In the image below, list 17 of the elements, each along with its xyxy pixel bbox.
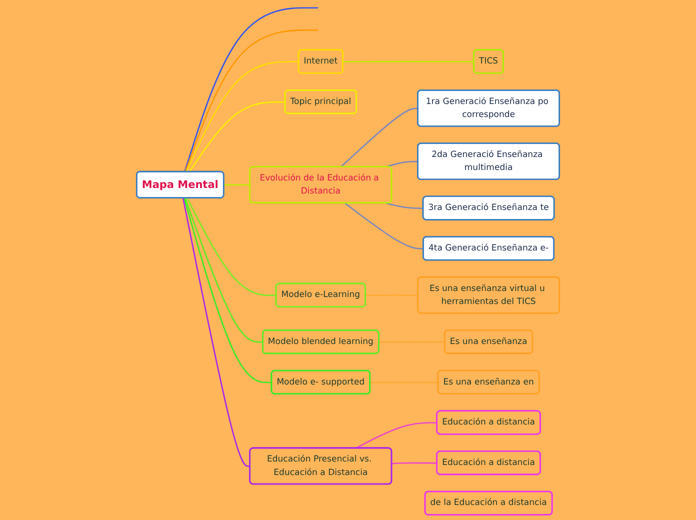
connector bbox=[343, 60, 474, 62]
connector bbox=[366, 294, 418, 296]
connector bbox=[182, 198, 250, 467]
connector bbox=[370, 382, 438, 384]
connector bbox=[184, 198, 272, 384]
connector bbox=[340, 108, 418, 168]
connector bbox=[186, 198, 276, 296]
connector bbox=[188, 101, 286, 172]
connector bbox=[392, 462, 438, 464]
connector bbox=[224, 184, 250, 186]
connector bbox=[386, 202, 424, 210]
connector bbox=[186, 61, 299, 172]
connector bbox=[386, 160, 418, 168]
connector bbox=[344, 202, 424, 250]
connector bbox=[355, 422, 438, 449]
connector bbox=[184, 198, 263, 343]
connector bbox=[378, 341, 445, 343]
